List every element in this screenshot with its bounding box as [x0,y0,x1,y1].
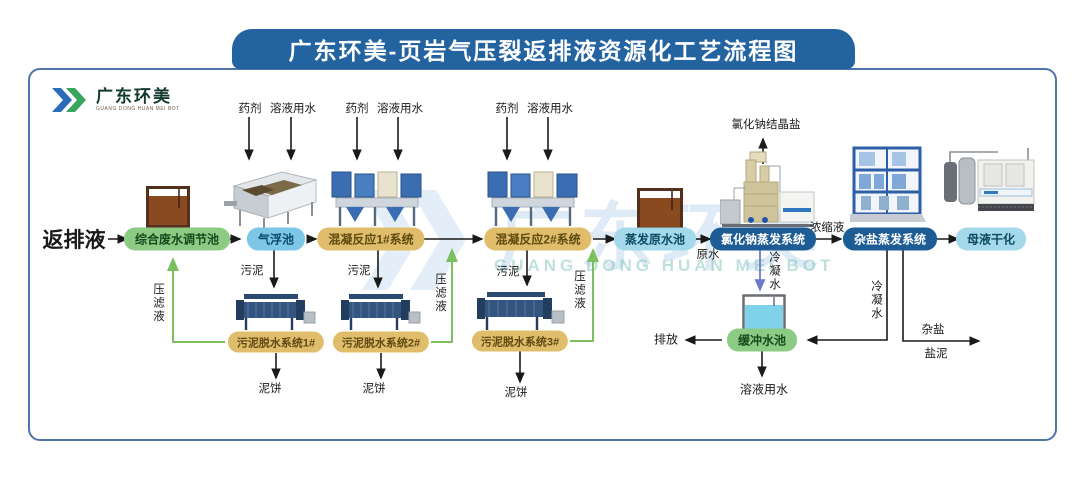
discharge-label: 排放 [653,332,679,347]
coagulation-machine-1-image [331,171,422,226]
concentrate-label: 浓缩液 [809,222,845,234]
stage-nacl-evaporation: 氯化钠蒸发系统 [709,227,817,251]
sludge-label-1: 污泥 [240,265,264,277]
stage-regulation-pool: 综合废水调节池 [123,227,231,251]
sludge-dewatering-machine-1-image [236,294,316,330]
press-filtrate-label-1: 压滤液 [152,282,164,324]
page-title: 广东环美-页岩气压裂返排液资源化工艺流程图 [288,38,799,64]
dosing-agent-label-3: 药剂 [495,103,519,115]
nacl-crystal-salt-label: 氯化钠结晶盐 [731,119,801,131]
sludge-dewatering-machine-3-image [477,292,565,330]
evaporation-raw-water-tank-image [637,188,683,230]
buffer-water-tank-image [742,294,786,332]
mud-cake-label-3: 泥饼 [504,387,528,399]
nacl-evaporation-plant-image [720,151,815,227]
salt-mud-label: 盐泥 [924,348,948,360]
sludge-label-3: 污泥 [496,266,520,278]
dosing-agent-label-1: 药剂 [238,103,262,115]
stage-mixed-salt-evaporation: 杂盐蒸发系统 [842,227,938,251]
sludge-label-2: 污泥 [347,265,371,277]
sludge-dewatering-system-3: 污泥脱水系统3# [471,330,569,352]
coagulation-machine-2-image [487,171,578,226]
logo-text: 广东环美 [96,87,172,106]
buffer-water-pool: 缓冲水池 [726,328,798,352]
mother-liquor-drying-unit-image [944,148,1035,211]
sludge-dewatering-system-1: 污泥脱水系统1# [227,331,325,353]
regulation-tank-image [146,186,190,228]
solution-water-out-label: 溶液用水 [739,382,789,397]
condensate-label-1: 冷凝水 [768,250,780,292]
dosing-agent-label-2: 药剂 [345,103,369,115]
mud-cake-label-1: 泥饼 [258,383,282,395]
stage-coagulation-2: 混凝反应2#系统 [484,227,592,251]
sludge-dewatering-system-2: 污泥脱水系统2# [332,331,430,353]
raw-water-label: 原水 [696,249,720,261]
watermark-subtext: GUANG DONG HUAN MEI BOT [494,256,835,275]
stage-coagulation-1: 混凝反应1#系统 [317,227,425,251]
feed-label: 返排液 [42,229,106,252]
dosing-water-label-3: 溶液用水 [527,103,573,115]
stage-mother-liquor-drying: 母液干化 [955,227,1027,251]
press-filtrate-label-3: 压滤液 [573,269,585,311]
mud-cake-label-2: 泥饼 [362,383,386,395]
chevrons-logo-icon [52,88,86,112]
logo-tagline: GUANG DONG HUAN MEI BOT [96,106,180,112]
dosing-water-label-1: 溶液用水 [270,103,316,115]
company-logo: 广东环美 GUANG DONG HUAN MEI BOT [52,86,180,114]
flotation-machine-image [224,171,318,228]
condensate-label-2: 冷凝水 [870,279,882,321]
press-filtrate-label-2: 压滤液 [434,272,446,314]
diagram-frame [28,68,1057,441]
mixed-salt-label: 杂盐 [921,324,945,336]
stage-evap-raw-water-pool: 蒸发原水池 [613,227,697,251]
dosing-water-label-2: 溶液用水 [377,103,423,115]
stage-flotation-pool: 气浮池 [246,227,306,251]
title-banner: 广东环美-页岩气压裂返排液资源化工艺流程图 [232,29,855,69]
mixed-salt-evaporation-skid-image [850,146,926,222]
sludge-dewatering-machine-2-image [341,294,421,330]
